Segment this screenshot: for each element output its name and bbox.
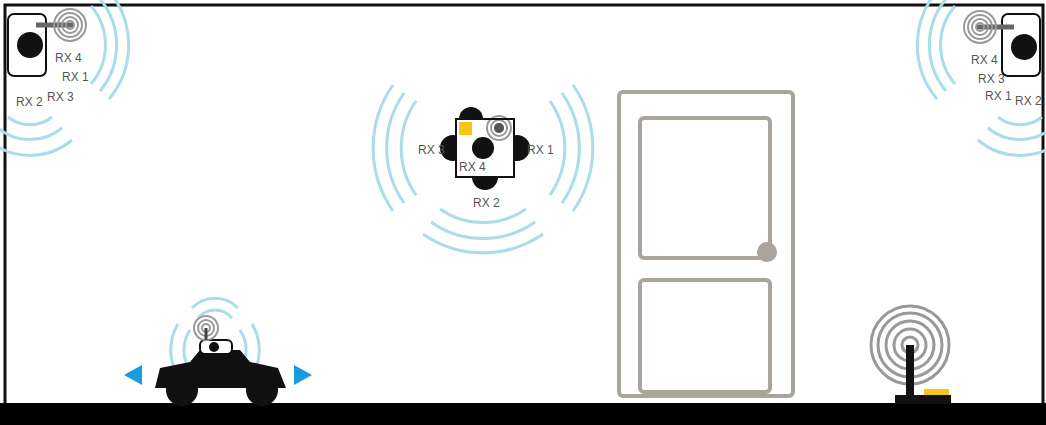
receiver-box: RX 4 (455, 118, 515, 178)
receiver-label: RX 3 (418, 143, 445, 157)
receiver-label: RX 1 (527, 143, 554, 157)
room-wall (5, 5, 1043, 403)
rc-car (155, 316, 286, 406)
door-knob (757, 242, 777, 262)
move-arrow (294, 365, 312, 385)
centre-receiver (440, 107, 530, 190)
wall-receiver (8, 9, 86, 76)
door (619, 92, 793, 396)
signal-waves (0, 0, 1046, 376)
receiver-label: RX 3 (47, 90, 74, 104)
wall-receiver (964, 11, 1040, 76)
receiver-label: RX 4 (971, 53, 998, 67)
receiver-label: RX 4 (55, 51, 82, 65)
transmitter (871, 306, 951, 404)
floor (0, 403, 1046, 425)
move-arrow (124, 365, 142, 385)
receiver-label: RX 1 (985, 89, 1012, 103)
receiver-label: RX 3 (978, 72, 1005, 86)
receiver-label: RX 2 (473, 196, 500, 210)
receiver-label: RX 1 (62, 70, 89, 84)
receiver-label: RX 2 (16, 95, 43, 109)
receiver-label: RX 2 (1015, 94, 1042, 108)
receiver-label: RX 4 (459, 160, 486, 174)
